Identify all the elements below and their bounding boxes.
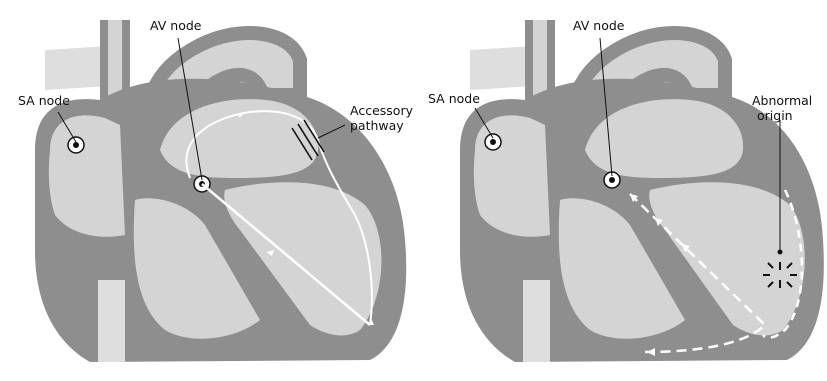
vena-cava-bottom-left: [98, 280, 125, 362]
abnormal-label-line2: origin: [757, 108, 793, 123]
right-atrium-left: [49, 115, 125, 236]
accessory-label-line2: pathway: [350, 118, 404, 133]
sa-node-label-left: SA node: [18, 93, 70, 108]
abnormal-label-line1: Abnormal: [752, 93, 812, 108]
heart-left: SA node AV node Accessory pathway: [18, 18, 414, 362]
av-node-label-left: AV node: [150, 18, 202, 33]
sa-node-label-right: SA node: [428, 91, 480, 106]
av-node-label-right: AV node: [573, 18, 625, 33]
heart-right: SA node AV node Abnormal origin: [428, 18, 824, 362]
accessory-label-line1: Accessory: [350, 103, 414, 118]
